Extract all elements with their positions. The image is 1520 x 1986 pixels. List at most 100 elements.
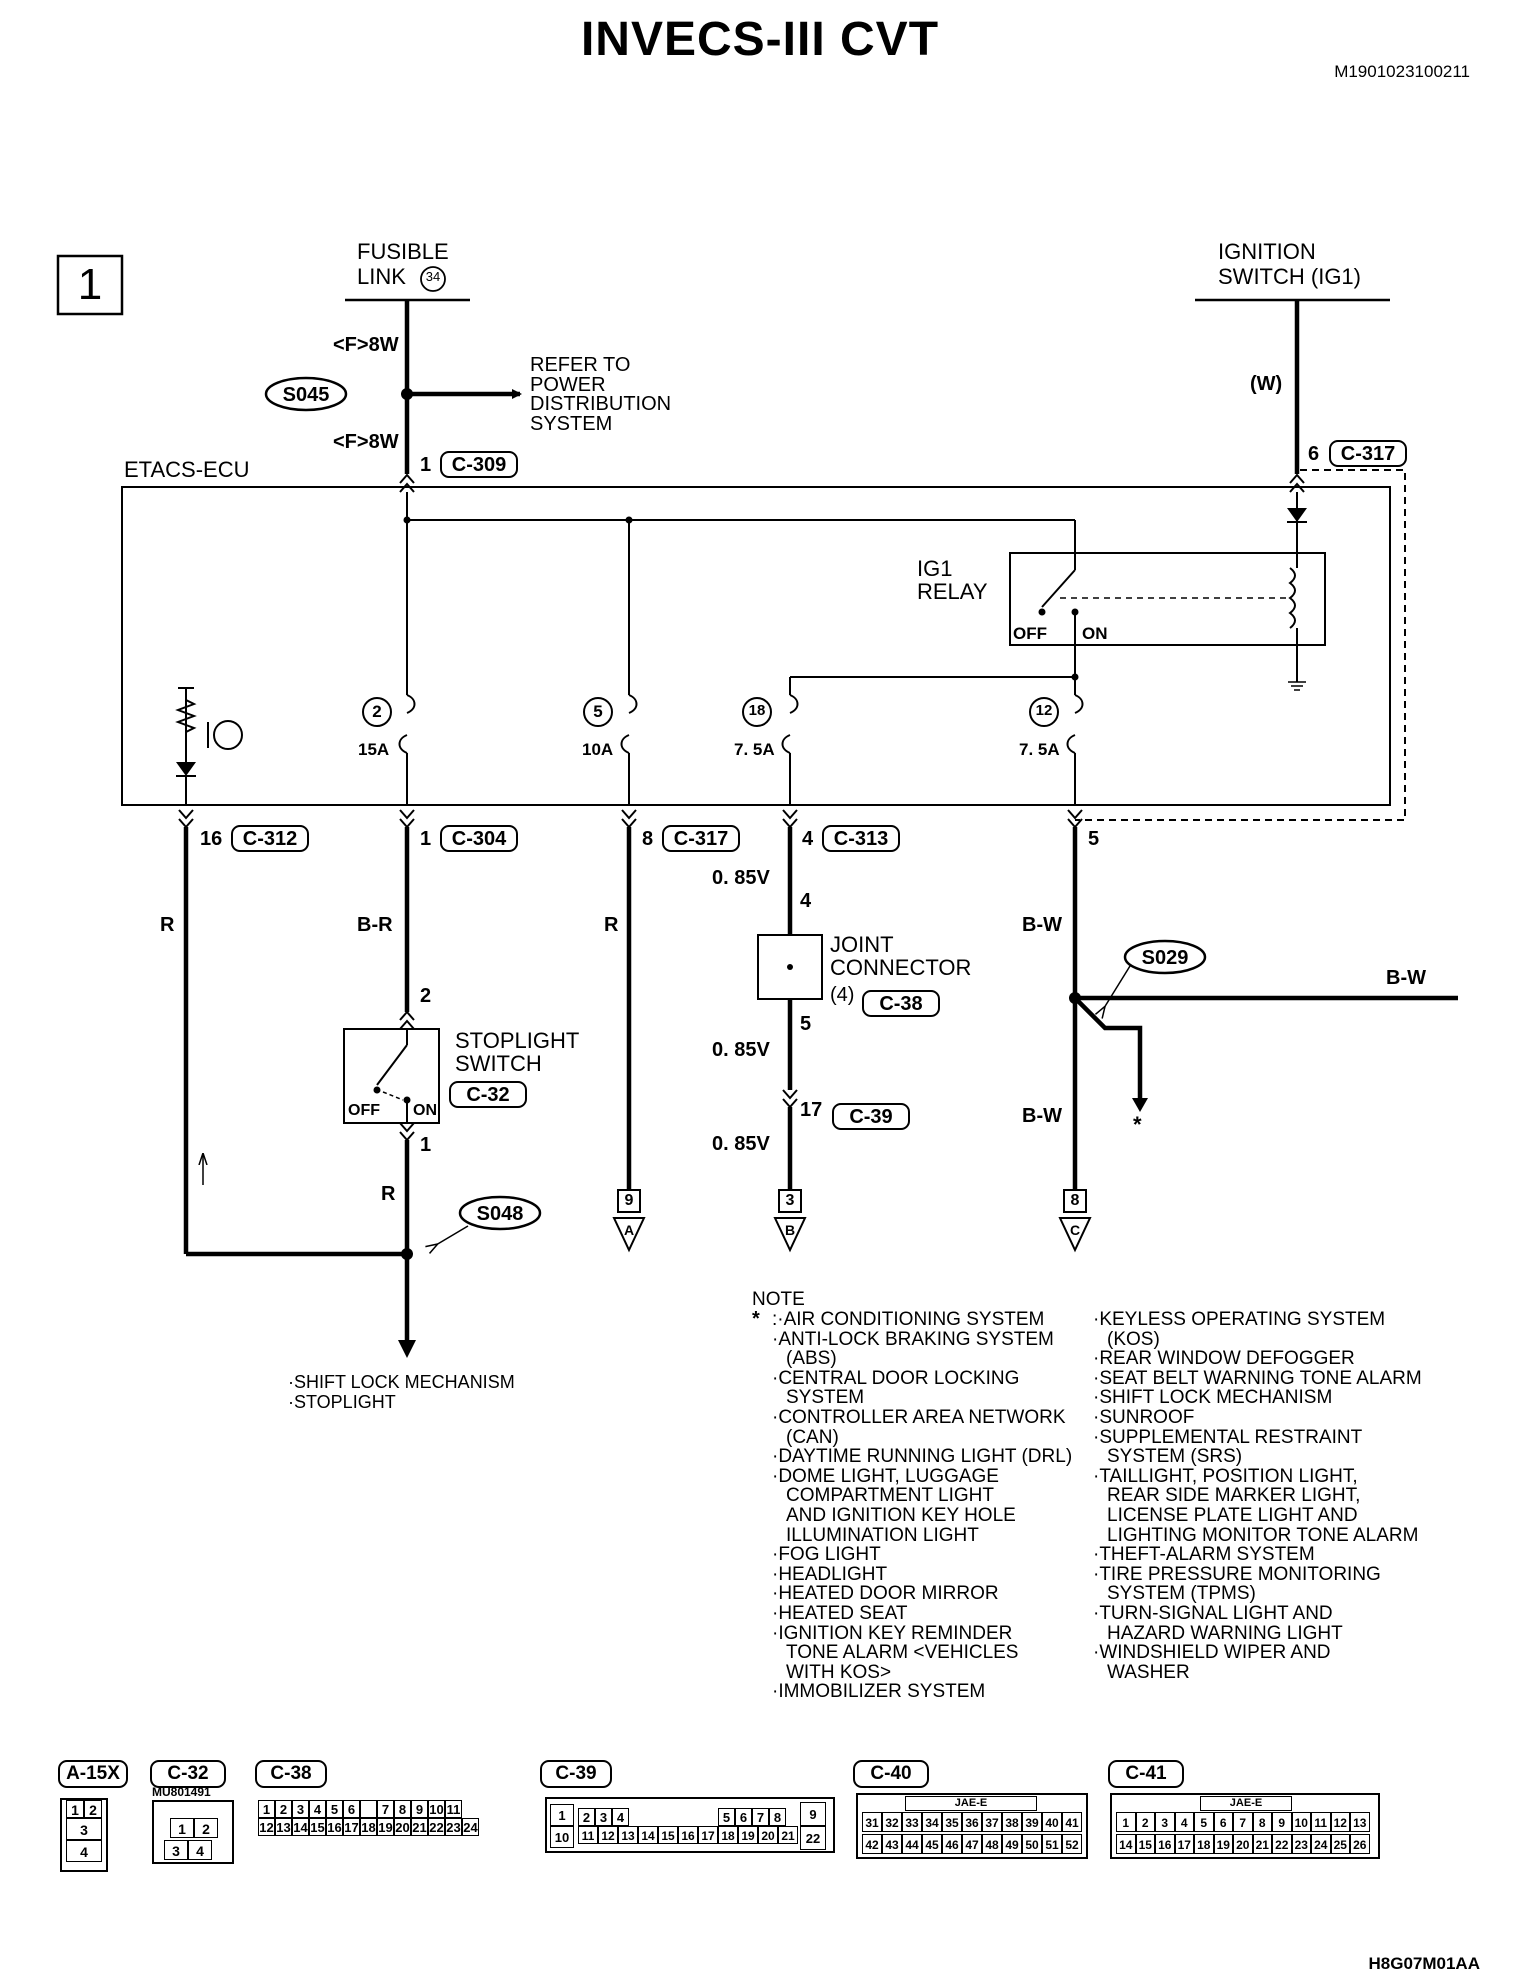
ground-icon [1288,681,1306,691]
connector-pin: 7 [752,1808,769,1826]
connector-pin: 4 [612,1808,629,1826]
note-item: HAZARD WARNING LIGHT [1107,1622,1343,1644]
conn-c317-top: C-317 [1340,443,1396,465]
connector-pin: 4 [1174,1812,1194,1832]
connector-pin: 23 [1291,1834,1311,1854]
connector-pin: 50 [1022,1834,1042,1854]
connector-c41-label: C-41 [1108,1760,1184,1788]
connector-pin: 47 [962,1834,982,1854]
stoplight-switch-box [343,1028,440,1124]
note-item: ·IGNITION KEY REMINDER [772,1622,1013,1644]
connector-pin: 4 [66,1840,102,1862]
note-item: ·DAYTIME RUNNING LIGHT (DRL) [772,1446,1073,1468]
connector-pin: 31 [862,1812,882,1832]
connector-pin: 17 [1174,1834,1194,1854]
conn-c312: C-312 [242,828,298,850]
connector-pin: 16 [678,1826,698,1844]
connector-pin: 11 [445,1800,462,1818]
connector-pin: 2 [578,1808,595,1826]
connector-pin: 13 [618,1826,638,1844]
terminal-a-letter: A [623,1222,635,1238]
connector-pin: 21 [778,1826,798,1844]
note-item: ·KEYLESS OPERATING SYSTEM [1093,1309,1386,1330]
splice-s048-dot [401,1248,413,1260]
bottom-connector-marks [178,809,1083,829]
stoplight-switch-label-2: SWITCH [455,1051,542,1076]
stoplight-switch-label: STOPLIGHT [455,1028,580,1053]
joint-connector-pin-in: 4 [800,890,812,912]
connector-pin: 16 [326,1818,343,1836]
connector-pin: 38 [1002,1812,1022,1832]
connector-pin: 2 [84,1800,102,1818]
etacs-ecu-box [121,486,1391,806]
wire-color-r-lower: R [381,1183,396,1205]
note-item: :·AIR CONDITIONING SYSTEM [772,1309,1045,1330]
wire-color-b-w-upper: B-W [1022,914,1062,936]
fuse-number-circles [362,697,1059,727]
connector-pin: 1 [66,1800,84,1818]
fuse-5-number: 5 [593,702,603,721]
note-item: ·SUPPLEMENTAL RESTRAINT [1093,1426,1363,1448]
connector-pin: 34 [922,1812,942,1832]
connector-pin: 11 [1311,1812,1331,1832]
connector-pin: 40 [1042,1812,1062,1832]
fuse-symbols [398,694,1084,754]
figure-code: H8G07M01AA [1368,1954,1481,1973]
wire-size-085v-1: 0. 85V [712,867,770,889]
splice-s048-oval [458,1195,542,1231]
asterisk-mark: * [1133,1112,1142,1137]
connector-pin: 48 [982,1834,1002,1854]
note-item: ·SUNROOF [1093,1406,1195,1428]
connector-pin: 11 [578,1826,598,1844]
connector-pin: 24 [1311,1834,1331,1854]
terminal-symbols [612,1189,1092,1253]
fusible-link-number: 34 [425,269,441,284]
connector-pin: 14 [292,1818,309,1836]
note-item: ·FOG LIGHT [772,1544,881,1566]
note-item: ·CONTROLLER AREA NETWORK [772,1406,1066,1428]
connector-pin: 2 [275,1800,292,1818]
connector-pin: 24 [462,1818,479,1836]
pin-c309: 1 [420,454,432,476]
connector-c40-tag: JAE-E [905,1796,1037,1811]
connector-pin: 17 [698,1826,718,1844]
wire-color-r-8: R [604,914,619,936]
wire-color-r-16: R [160,914,175,936]
connector-pin: 22 [1272,1834,1292,1854]
connector-pin: 18 [360,1818,377,1836]
connector-pin: 13 [275,1818,292,1836]
connector-pin: 10 [428,1800,445,1818]
note-item: SYSTEM (SRS) [1107,1446,1243,1468]
terminal-c-letter: C [1069,1222,1081,1238]
pin-c317-top: 6 [1308,443,1320,465]
wire-color-b-w-branch: B-W [1386,967,1426,989]
ignition-switch-label: IGNITION [1218,239,1316,264]
connector-pin: 49 [1002,1834,1022,1854]
wire-size-085v-2: 0. 85V [712,1039,770,1061]
conn-c304: C-304 [451,828,507,850]
connector-pin: 12 [1330,1812,1350,1832]
connector-pin: 18 [718,1826,738,1844]
connector-pin: 19 [377,1818,394,1836]
connector-pin: 20 [758,1826,778,1844]
connector-pin: 19 [738,1826,758,1844]
note-item: ILLUMINATION LIGHT [786,1524,979,1546]
connector-pin: 17 [343,1818,360,1836]
note-item: (KOS) [1107,1328,1160,1350]
connector-pin: 22 [800,1826,826,1850]
connector-c40-label: C-40 [853,1760,929,1788]
output-circuit [175,687,243,762]
note-item: ·TAILLIGHT, POSITION LIGHT, [1093,1465,1358,1487]
note-item: ·HEADLIGHT [772,1563,888,1585]
note-item: (CAN) [786,1426,839,1448]
connector-pin: 9 [800,1802,826,1826]
connector-pin: 21 [411,1818,428,1836]
wire-color-f8w-bottom: <F>8W [333,431,399,453]
connector-pin: 8 [1252,1812,1272,1832]
switch-pin-out: 1 [420,1134,432,1156]
connector-pin: 12 [258,1818,275,1836]
connector-pin: 3 [66,1818,102,1840]
connector-pin: 7 [377,1800,394,1818]
connector-pin: 32 [882,1812,902,1832]
